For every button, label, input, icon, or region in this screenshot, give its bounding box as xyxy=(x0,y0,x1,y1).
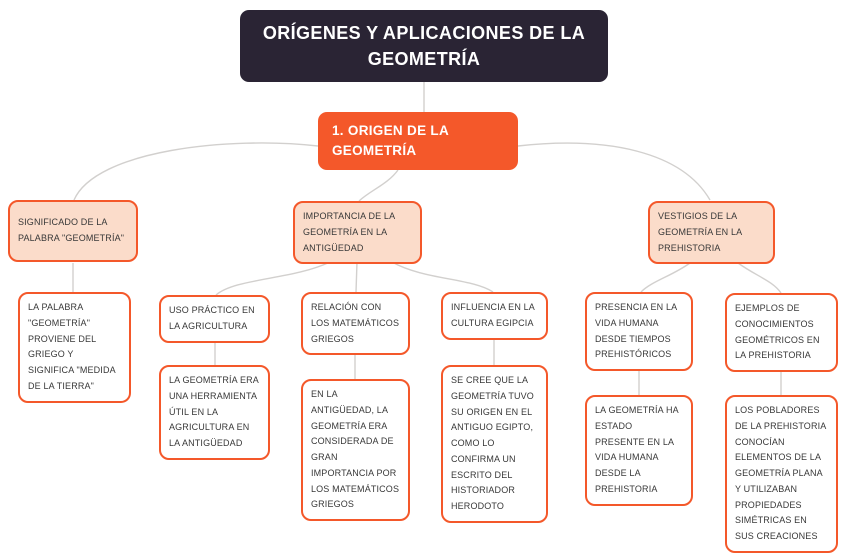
node-significado-detail[interactable]: LA PALABRA "GEOMETRÍA" PROVIENE DEL GRIE… xyxy=(18,292,131,403)
node-label: RELACIÓN CON LOS MATEMÁTICOS GRIEGOS xyxy=(311,302,400,344)
node-label: LOS POBLADORES DE LA PREHISTORIA CONOCÍA… xyxy=(735,405,826,541)
node-label: VESTIGIOS DE LA GEOMETRÍA EN LA PREHISTO… xyxy=(658,211,742,253)
node-relacion-matematicos-header[interactable]: RELACIÓN CON LOS MATEMÁTICOS GRIEGOS xyxy=(301,292,410,356)
node-importancia-header[interactable]: IMPORTANCIA DE LA GEOMETRÍA EN LA ANTIGÜ… xyxy=(293,201,422,265)
map-title-label: ORÍGENES Y APLICACIONES DE LA GEOMETRÍA xyxy=(262,22,586,69)
node-origen-geometria[interactable]: 1. ORIGEN DE LA GEOMETRÍA xyxy=(318,112,518,170)
connector-root-importancia xyxy=(358,169,399,202)
node-label: LA PALABRA "GEOMETRÍA" PROVIENE DEL GRIE… xyxy=(28,302,116,391)
connector-root-vestigios xyxy=(517,142,711,201)
node-presencia-vida-detail[interactable]: LA GEOMETRÍA HA ESTADO PRESENTE EN LA VI… xyxy=(585,395,693,506)
node-label: PRESENCIA EN LA VIDA HUMANA DESDE TIEMPO… xyxy=(595,302,677,360)
connector-importancia-relacion xyxy=(355,261,358,293)
node-label: SIGNIFICADO DE LA PALABRA "GEOMETRÍA" xyxy=(18,217,125,243)
node-label: IMPORTANCIA DE LA GEOMETRÍA EN LA ANTIGÜ… xyxy=(303,211,395,253)
node-label: INFLUENCIA EN LA CULTURA EGIPCIA xyxy=(451,302,535,328)
node-label: LA GEOMETRÍA HA ESTADO PRESENTE EN LA VI… xyxy=(595,405,679,494)
node-influencia-egipcia-header[interactable]: INFLUENCIA EN LA CULTURA EGIPCIA xyxy=(441,292,548,340)
node-ejemplos-conocimientos-detail[interactable]: LOS POBLADORES DE LA PREHISTORIA CONOCÍA… xyxy=(725,395,838,553)
node-uso-practico-header[interactable]: USO PRÁCTICO EN LA AGRICULTURA xyxy=(159,295,270,343)
node-presencia-vida-header[interactable]: PRESENCIA EN LA VIDA HUMANA DESDE TIEMPO… xyxy=(585,292,693,371)
node-influencia-egipcia-detail[interactable]: SE CREE QUE LA GEOMETRÍA TUVO SU ORIGEN … xyxy=(441,365,548,523)
node-label: 1. ORIGEN DE LA GEOMETRÍA xyxy=(332,122,449,158)
map-title[interactable]: ORÍGENES Y APLICACIONES DE LA GEOMETRÍA xyxy=(240,10,608,82)
connector-vestigios-presencia xyxy=(640,262,691,293)
node-label: SE CREE QUE LA GEOMETRÍA TUVO SU ORIGEN … xyxy=(451,375,534,511)
connector-importancia-influencia xyxy=(391,261,494,293)
connector-importancia-uso xyxy=(215,261,331,296)
node-significado-header[interactable]: SIGNIFICADO DE LA PALABRA "GEOMETRÍA" xyxy=(8,200,138,262)
node-label: EJEMPLOS DE CONOCIMIENTOS GEOMÉTRICOS EN… xyxy=(735,303,820,361)
node-uso-practico-detail[interactable]: LA GEOMETRÍA ERA UNA HERRAMIENTA ÚTIL EN… xyxy=(159,365,270,460)
node-ejemplos-conocimientos-header[interactable]: EJEMPLOS DE CONOCIMIENTOS GEOMÉTRICOS EN… xyxy=(725,293,838,372)
node-label: USO PRÁCTICO EN LA AGRICULTURA xyxy=(169,305,255,331)
node-label: EN LA ANTIGÜEDAD, LA GEOMETRÍA ERA CONSI… xyxy=(311,389,400,510)
node-label: LA GEOMETRÍA ERA UNA HERRAMIENTA ÚTIL EN… xyxy=(169,375,259,448)
node-relacion-matematicos-detail[interactable]: EN LA ANTIGÜEDAD, LA GEOMETRÍA ERA CONSI… xyxy=(301,379,410,521)
connector-vestigios-ejemplos xyxy=(737,262,782,294)
connector-root-significado xyxy=(73,142,319,201)
node-vestigios-header[interactable]: VESTIGIOS DE LA GEOMETRÍA EN LA PREHISTO… xyxy=(648,201,775,265)
